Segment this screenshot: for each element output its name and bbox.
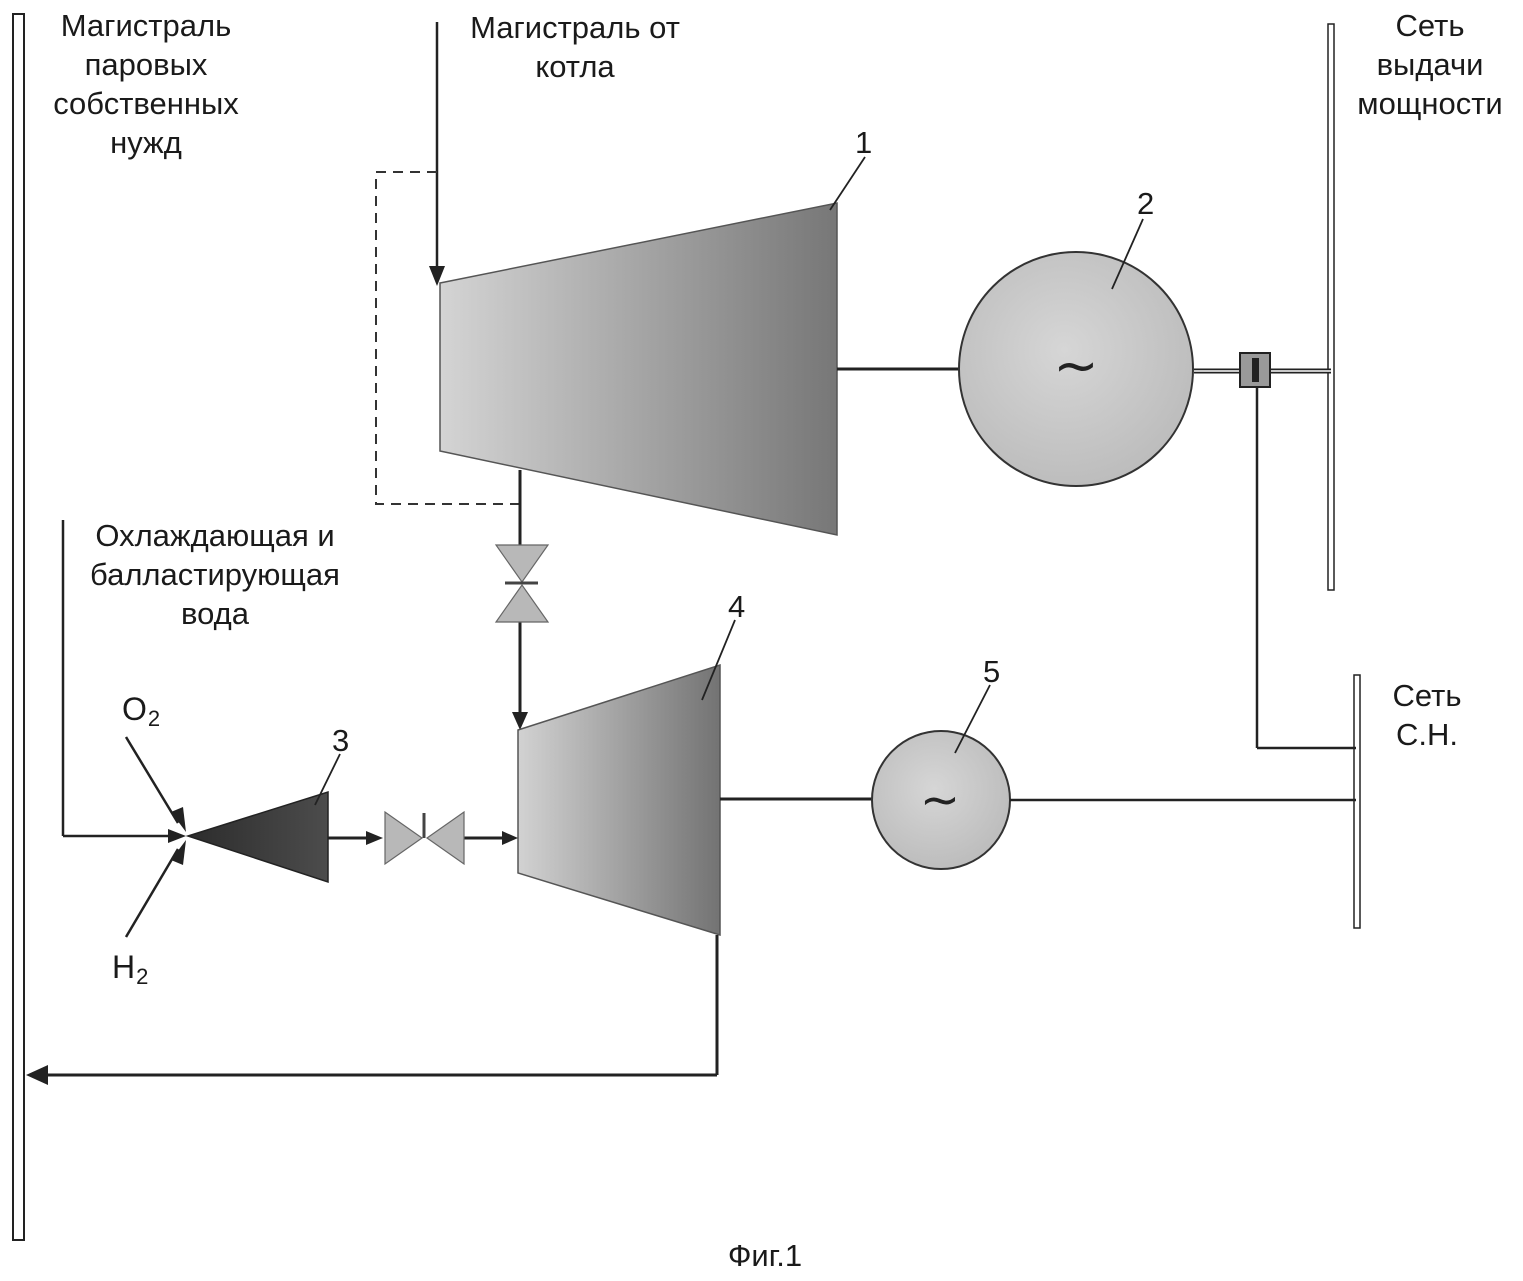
callout-3: 3	[332, 724, 349, 758]
oxygen-feed-line	[126, 737, 186, 832]
power-grid-label-line1: Сеть	[1345, 6, 1515, 45]
circuit-breaker	[1240, 353, 1270, 387]
extraction-valve[interactable]	[496, 545, 548, 622]
steam-generator-combustor	[188, 792, 328, 882]
boiler-steam-line	[429, 22, 445, 286]
aux-generator-glyph: ~	[920, 772, 960, 828]
steam-main-bus	[13, 14, 24, 1240]
oxygen-subscript: 2	[148, 706, 160, 731]
oxygen-label: O2	[122, 692, 160, 730]
aux-grid-label-line1: Сеть	[1372, 676, 1482, 715]
callout-5: 5	[983, 655, 1000, 689]
aux-grid-label-line2: С.Н.	[1372, 715, 1482, 754]
hydrogen-feed-line	[126, 840, 186, 937]
callout-4: 4	[728, 590, 745, 624]
steam-main-label: Магистраль паровых собственных нужд	[36, 6, 256, 162]
power-grid-bus	[1328, 24, 1334, 590]
steam-main-label-line3: собственных	[36, 84, 256, 123]
figure-caption: Фиг.1	[700, 1236, 830, 1275]
main-turbine	[440, 203, 837, 535]
inlet-valve[interactable]	[385, 812, 464, 864]
boiler-main-label-line1: Магистраль от	[455, 8, 695, 47]
hydrogen-label: H2	[112, 950, 148, 988]
cooling-water-label-line2: балластирующая	[75, 555, 355, 594]
cooling-water-label-line3: вода	[75, 594, 355, 633]
power-grid-label-line2: выдачи	[1345, 45, 1515, 84]
power-grid-label: Сеть выдачи мощности	[1345, 6, 1515, 123]
aux-grid-label: Сеть С.Н.	[1372, 676, 1482, 754]
power-grid-label-line3: мощности	[1345, 84, 1515, 123]
callout-2: 2	[1137, 187, 1154, 221]
hydrogen-subscript: 2	[136, 964, 148, 989]
cooling-water-label-line1: Охлаждающая и	[75, 516, 355, 555]
steam-main-label-line2: паровых	[36, 45, 256, 84]
boiler-main-label: Магистраль от котла	[455, 8, 695, 86]
steam-main-label-line4: нужд	[36, 123, 256, 162]
steam-main-label-line1: Магистраль	[36, 6, 256, 45]
hydrogen-symbol: H	[112, 949, 135, 985]
callout-leader-1	[830, 157, 865, 210]
main-generator-glyph: ~	[1053, 334, 1098, 397]
boiler-main-label-line2: котла	[455, 47, 695, 86]
aux-grid-bus	[1354, 675, 1360, 928]
oxygen-symbol: O	[122, 691, 147, 727]
callout-1: 1	[855, 126, 872, 160]
cooling-water-label: Охлаждающая и балластирующая вода	[75, 516, 355, 633]
aux-turbine	[518, 665, 720, 935]
